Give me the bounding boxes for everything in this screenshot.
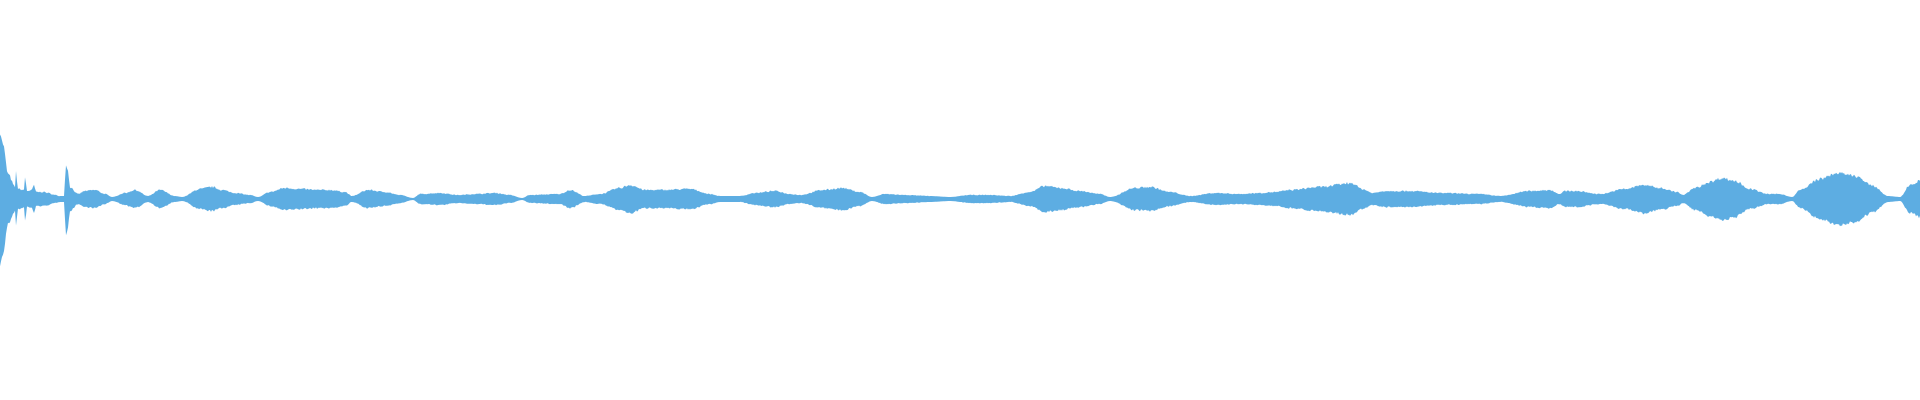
waveform-shape (0, 134, 1920, 267)
